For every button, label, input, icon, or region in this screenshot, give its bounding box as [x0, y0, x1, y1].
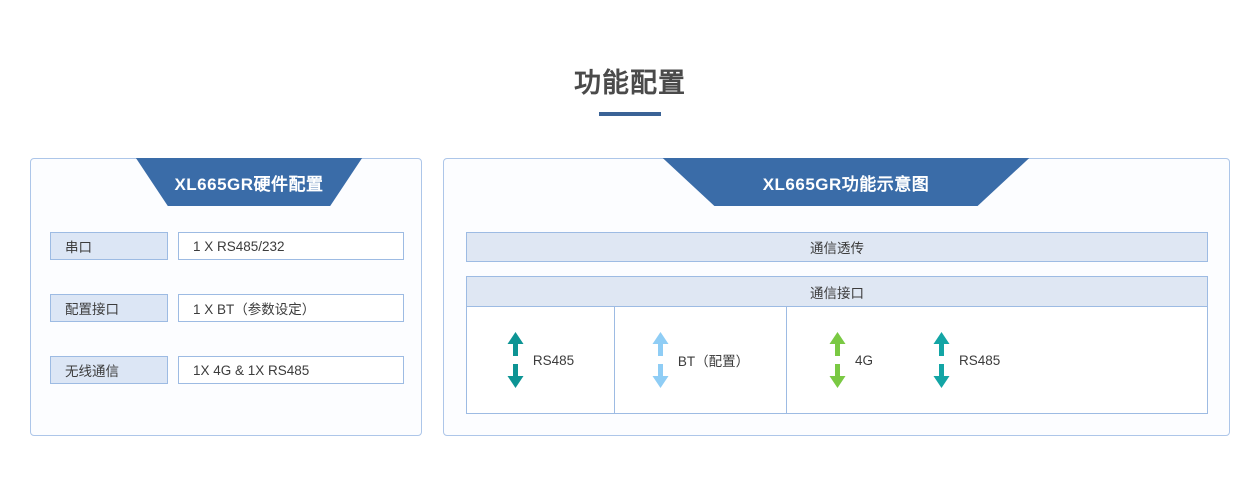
spec-row: 串口 1 X RS485/232	[50, 232, 404, 260]
spec-value-serial: 1 X RS485/232	[178, 232, 404, 260]
page-header: 功能配置	[0, 66, 1260, 116]
hardware-config-banner: XL665GR硬件配置	[135, 158, 363, 206]
port-rs485-serial: RS485	[507, 332, 574, 388]
port-label: RS485	[959, 352, 1001, 368]
port-label: BT（配置）	[677, 354, 750, 369]
port-rs485-wireless: RS485	[933, 332, 1000, 388]
band-communication-interface: 通信接口	[466, 276, 1208, 306]
interface-cell-group: RS485 BT（配置） 4G	[466, 306, 1208, 414]
double-arrow-icon	[829, 332, 846, 388]
interface-cell-wireless: 4G RS485	[787, 307, 1207, 413]
function-diagram: 通信透传 通信接口 RS485 BT（配置）	[466, 232, 1208, 414]
port-label: RS485	[532, 352, 575, 368]
port-bt-config: BT（配置）	[652, 332, 749, 388]
band-transparent-transmission: 通信透传	[466, 232, 1208, 262]
spec-value-config-port: 1 X BT（参数设定）	[178, 294, 404, 322]
function-diagram-banner: XL665GR功能示意图	[662, 158, 1030, 206]
hardware-spec-list: 串口 1 X RS485/232 配置接口 1 X BT（参数设定） 无线通信 …	[50, 232, 404, 384]
spec-row: 配置接口 1 X BT（参数设定）	[50, 294, 404, 322]
spec-row: 无线通信 1X 4G & 1X RS485	[50, 356, 404, 384]
port-4g: 4G	[829, 332, 873, 388]
page-title: 功能配置	[574, 68, 686, 98]
spec-label-config-port: 配置接口	[50, 294, 168, 322]
interface-cell-serial: RS485	[467, 307, 615, 413]
spec-value-wireless: 1X 4G & 1X RS485	[178, 356, 404, 384]
double-arrow-icon	[652, 332, 669, 388]
hardware-config-panel: XL665GR硬件配置 串口 1 X RS485/232 配置接口 1 X BT…	[30, 158, 422, 436]
interface-cell-config: BT（配置）	[615, 307, 787, 413]
double-arrow-icon	[507, 332, 524, 388]
port-label: 4G	[855, 352, 874, 368]
function-diagram-panel: XL665GR功能示意图 通信透传 通信接口 RS485	[443, 158, 1230, 436]
double-arrow-icon	[933, 332, 950, 388]
title-underline	[599, 112, 661, 116]
spec-label-serial: 串口	[50, 232, 168, 260]
spec-label-wireless: 无线通信	[50, 356, 168, 384]
